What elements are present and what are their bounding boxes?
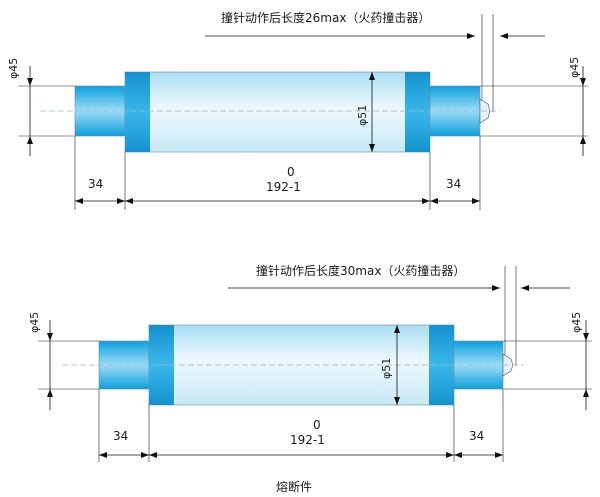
left-dia-arrow-top-1 [27,78,33,86]
left-dia-arrow-bottom-1 [27,136,33,144]
body-diameter-label-2: φ51 [380,358,393,379]
left-end-cap-2 [98,340,150,390]
len-arrow-2d [446,452,454,458]
right-dia-arrow-bottom-1 [580,136,586,144]
len-arrow-1c [125,198,133,204]
fuse-barrel-1 [124,71,431,153]
left-dia-arrow-top-2 [47,333,53,341]
body-dia-arrow-bottom-2 [394,397,400,405]
body-length-top-label-2: 0 [313,418,321,432]
len-arrow-1d [422,198,430,204]
body-length-bottom-label-2: 192-1 [290,433,325,447]
len-arrow-1e [430,198,438,204]
right-dia-arrow-bottom-2 [583,389,589,397]
body-dia-arrow-top-1 [369,72,375,80]
left-dia-arrow-bottom-2 [47,389,53,397]
stroke-length-label-2: 撞针动作后长度30max（火药撞击器） [256,263,465,278]
body-diameter-label-1: φ51 [356,105,369,126]
left-band-1 [125,72,150,152]
body-dia-arrow-bottom-1 [369,144,375,152]
right-length-label-1: 34 [446,177,461,191]
right-diameter-label-2: φ45 [570,312,583,333]
stroke-arrow-left-1 [467,33,475,39]
body-length-top-label-1: 0 [287,165,295,179]
right-dia-arrow-top-2 [583,333,589,341]
body-length-bottom-label-1: 192-1 [266,180,301,194]
left-diameter-label-2: φ45 [28,312,41,333]
fuse-figure-1: 撞针动作后长度26max（火药撞击器） φ45 φ45 φ51 [7,10,588,210]
fuse-figure-2: 撞针动作后长度30max（火药撞击器） φ45 φ45 φ51 [28,263,592,462]
len-arrow-2f [495,452,503,458]
left-length-label-2: 34 [113,429,128,443]
right-dia-arrow-top-1 [580,78,586,86]
body-dia-arrow-top-2 [394,325,400,333]
left-length-label-1: 34 [88,177,103,191]
len-arrow-2c [149,452,157,458]
figure-caption: 熔断件 [276,479,312,494]
stroke-arrow-right-2 [521,285,529,291]
len-arrow-2e [454,452,462,458]
stroke-arrow-right-1 [500,33,508,39]
left-diameter-label-1: φ45 [7,58,20,79]
right-band-1 [405,72,430,152]
right-length-label-2: 34 [469,429,484,443]
len-arrow-1f [472,198,480,204]
right-diameter-label-1: φ45 [568,57,581,78]
stroke-length-label-1: 撞针动作后长度26max（火药撞击器） [221,10,430,25]
stroke-arrow-left-2 [492,285,500,291]
len-arrow-1a [75,198,83,204]
len-arrow-2a [99,452,107,458]
len-arrow-2b [141,452,149,458]
len-arrow-1b [117,198,125,204]
